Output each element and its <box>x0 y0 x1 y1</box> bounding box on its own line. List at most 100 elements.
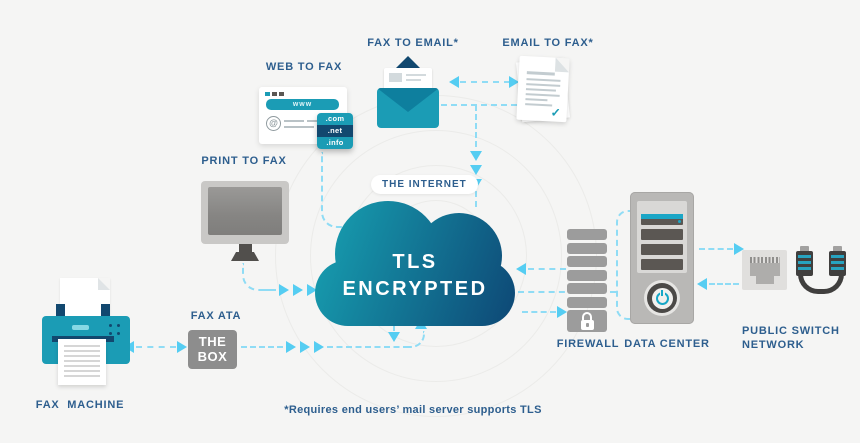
cloud-title-line1: TLS <box>392 251 438 273</box>
envelope-icon <box>377 56 439 128</box>
firewall-icon <box>567 229 607 332</box>
firewall-brick <box>567 269 607 281</box>
dashed-line <box>522 311 556 313</box>
cloud-shape <box>313 196 517 328</box>
firewall-brick <box>567 256 607 267</box>
browser-dot <box>265 92 270 96</box>
at-symbol-icon: @ <box>266 116 281 131</box>
arrow-right-icon <box>557 306 567 318</box>
monitor-screen <box>208 187 282 235</box>
lock-icon <box>567 310 607 332</box>
power-button-icon <box>647 283 677 313</box>
server-slot <box>641 214 683 225</box>
ethernet-port-icon <box>742 250 787 290</box>
monitor-icon <box>201 181 289 261</box>
domain-com: .com <box>317 113 353 125</box>
ethernet-cable-loop <box>798 274 844 294</box>
dashed-line <box>136 346 176 348</box>
fax-button-strip <box>72 325 89 330</box>
server-slot <box>641 259 683 270</box>
server-led-dot <box>678 220 681 223</box>
server-led-bar <box>641 214 683 219</box>
dashed-line <box>441 104 517 106</box>
dashed-line <box>699 248 733 250</box>
email-to-fax-label: EMAIL TO FAX* <box>502 37 594 49</box>
public-switch-line2: NETWORK <box>742 339 805 352</box>
browser-dot <box>279 92 284 96</box>
dashed-line <box>460 81 510 83</box>
arrow-left-icon <box>516 263 526 275</box>
cloud-title: TLS ENCRYPTED <box>313 249 517 303</box>
firewall-brick <box>567 283 607 294</box>
arrow-right-icon <box>279 284 289 296</box>
dashed-line <box>528 268 566 270</box>
dashed-line <box>709 283 739 285</box>
arrow-left-icon <box>697 278 707 290</box>
browser-dot <box>272 92 277 96</box>
port-socket <box>750 263 780 276</box>
arrow-down-icon <box>470 165 482 175</box>
checkmark-icon: ✓ <box>550 105 562 120</box>
server-tower-icon <box>630 192 694 324</box>
dashed-curve <box>242 263 266 291</box>
firewall-brick <box>567 229 607 240</box>
the-box-line2: BOX <box>197 348 228 364</box>
arrow-right-icon <box>307 284 317 296</box>
cloud-title-line2: ENCRYPTED <box>342 278 488 300</box>
page-fold-corner <box>554 57 570 73</box>
arrow-right-icon <box>734 243 744 255</box>
arrow-left-icon <box>449 76 459 88</box>
fax-output-paper <box>58 339 106 385</box>
arrow-right-icon <box>286 341 296 353</box>
fax-indicator <box>109 332 112 335</box>
domain-net: .net <box>317 125 353 137</box>
arrow-right-icon <box>300 341 310 353</box>
public-switch-network-label: PUBLIC SWITCH NETWORK <box>742 324 852 353</box>
fax-ata-label: FAX ATA <box>190 310 242 322</box>
data-center-label: DATA CENTER <box>624 338 710 350</box>
firewall-brick <box>567 296 607 308</box>
arrow-right-icon <box>177 341 187 353</box>
dashed-line <box>327 346 409 348</box>
envelope-body <box>377 88 439 128</box>
arrow-right-icon <box>314 341 324 353</box>
fax-machine-label: FAX MACHINE <box>35 399 125 411</box>
dashed-line <box>393 325 395 331</box>
the-internet-pill: THE INTERNET <box>371 175 478 194</box>
envelope-fold <box>377 88 439 112</box>
fax-paper-guide <box>56 304 65 318</box>
dashed-line <box>264 289 276 291</box>
public-switch-line1: PUBLIC SWITCH <box>742 325 840 337</box>
dashed-curve <box>321 152 353 228</box>
arrow-down-icon <box>470 151 482 161</box>
port-socket-step <box>756 276 774 284</box>
port-pins <box>750 257 780 263</box>
dashed-line <box>475 191 477 207</box>
server-slot <box>641 229 683 240</box>
arrow-right-icon <box>509 76 519 88</box>
firewall-brick <box>567 242 607 254</box>
fax-indicator <box>117 332 120 335</box>
fax-machine-icon <box>42 278 130 388</box>
web-to-fax-label: WEB TO FAX <box>265 61 343 73</box>
the-box: THE BOX <box>188 330 237 369</box>
dashed-bracket <box>616 210 631 320</box>
print-to-fax-label: PRINT TO FAX <box>201 155 287 167</box>
the-box-line1: THE <box>198 333 227 349</box>
arrow-right-icon <box>293 284 303 296</box>
domain-card: .com .net .info <box>317 113 353 149</box>
ethernet-cable-icon <box>794 246 850 298</box>
monitor-stand <box>239 244 252 252</box>
fax-indicator <box>117 324 120 327</box>
document-front-page: ✓ <box>516 55 570 123</box>
server-panel <box>637 201 687 273</box>
domain-info: .info <box>317 137 353 149</box>
firewall-label: FIREWALL <box>556 338 620 350</box>
document-icon: ✓ <box>515 55 571 123</box>
footnote: *Requires end users’ mail server support… <box>284 404 542 416</box>
fax-paper-guide <box>101 304 110 318</box>
monitor-base <box>231 252 259 261</box>
fax-indicator <box>109 324 112 327</box>
ethernet-plug <box>829 246 846 276</box>
